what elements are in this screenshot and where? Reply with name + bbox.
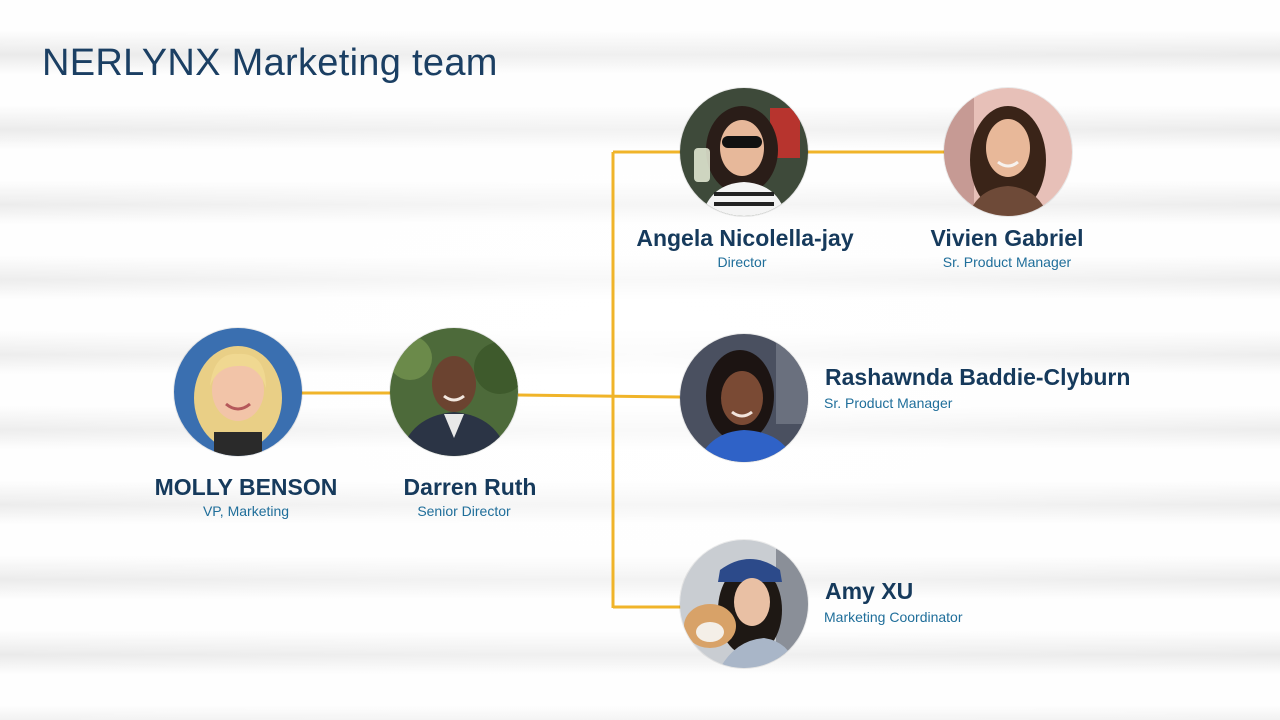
avatar-molly-benson xyxy=(174,328,302,456)
avatar-angela-nicolella-jay xyxy=(680,88,808,216)
name-darren-ruth: Darren Ruth xyxy=(403,474,537,500)
name-amy-xu: Amy XU xyxy=(825,578,914,604)
role-rashawnda-baddie-clyburn: Sr. Product Manager xyxy=(824,395,953,411)
name-vivien-gabriel: Vivien Gabriel xyxy=(930,225,1084,251)
role-angela-nicolella-jay: Director xyxy=(717,254,767,270)
connector-darren-branch xyxy=(517,393,681,399)
name-angela-nicolella-jay: Angela Nicolella-jay xyxy=(636,225,854,251)
avatar-amy-xu xyxy=(680,540,808,668)
avatar-rashawnda-baddie-clyburn xyxy=(680,334,808,462)
role-darren-ruth: Senior Director xyxy=(417,503,511,519)
role-molly-benson: VP, Marketing xyxy=(202,503,290,519)
avatar-vivien-gabriel xyxy=(944,88,1072,216)
role-vivien-gabriel: Sr. Product Manager xyxy=(942,254,1072,270)
avatar-darren-ruth xyxy=(390,328,518,456)
name-rashawnda-baddie-clyburn: Rashawnda Baddie-Clyburn xyxy=(825,364,1131,390)
role-amy-xu: Marketing Coordinator xyxy=(824,609,963,625)
slide-title: NERLYNX Marketing team xyxy=(42,42,498,84)
name-molly-benson: MOLLY BENSON xyxy=(154,474,338,500)
